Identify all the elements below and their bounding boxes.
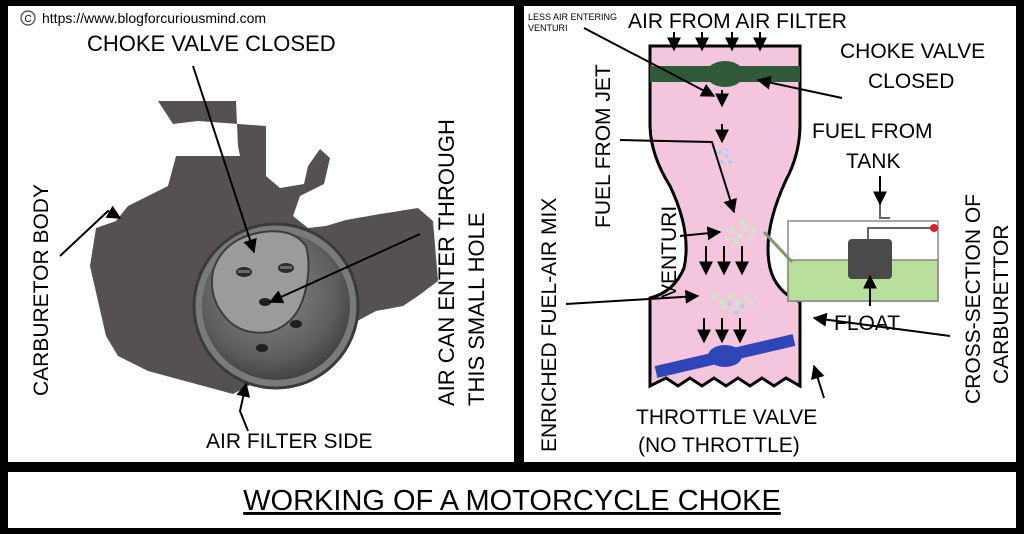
tank-pipe: [879, 204, 890, 219]
air-hole-leader-line: [268, 233, 421, 304]
watermark-url: https://www.blogforcuriousmind.com: [42, 10, 266, 26]
cross-section-label-line2: CARBURETTOR: [990, 225, 1013, 384]
float: [848, 239, 892, 279]
carburetor-body-label: CARBURETOR BODY: [30, 184, 53, 396]
fuel-from-tank-label-line1: FUEL FROM: [812, 120, 933, 143]
throttle-shaft: [708, 345, 742, 367]
choke-valve-leader-line: [756, 75, 843, 99]
float-label: FLOAT: [834, 312, 900, 335]
flow-arrows: [697, 90, 749, 344]
venturi-leader-line: [679, 226, 722, 241]
closed-label: CLOSED: [868, 70, 954, 93]
small-air-hole: [259, 298, 271, 306]
screw-hole-icon: [278, 263, 294, 273]
svg-text:C: C: [25, 14, 32, 25]
fuel-from-tank-label-line2: TANK: [846, 150, 900, 173]
carburetor-illustration: C https://www.blogforcuriousmind.com CHO…: [20, 10, 489, 453]
choke-shaft: [706, 61, 744, 87]
fuel-droplets-lower: [711, 293, 755, 313]
float-valve-tip: [930, 224, 938, 232]
less-air-label-line1: LESS AIR ENTERING: [528, 12, 617, 22]
cross-section-diagram: LESS AIR ENTERING VENTURI AIR FROM AIR F…: [528, 10, 1013, 457]
enriched-mix-leader-line: [565, 289, 700, 305]
choke-leader-line: [192, 65, 257, 254]
less-air-leader-line: [583, 27, 716, 97]
air-hole-label-line1: AIR CAN ENTER THROUGH: [434, 119, 459, 406]
cross-section-label-line1: CROSS-SECTION OF: [962, 194, 985, 404]
fuel-droplets-upper: [715, 148, 732, 164]
enriched-mix-label: ENRICHED FUEL-AIR MIX: [538, 198, 561, 452]
choke-valve-closed-label: CHOKE VALVE CLOSED: [87, 31, 336, 56]
mount-hole: [256, 344, 268, 352]
title-banner: WORKING OF A MOTORCYCLE CHOKE: [243, 485, 781, 517]
fuel-from-jet-leader-line: [619, 139, 737, 214]
fuel-from-jet-label: FUEL FROM JET: [592, 64, 615, 228]
throttle-leader-line: [811, 364, 825, 399]
cross-section-leader-line: [812, 312, 951, 337]
screw-hole-icon: [236, 267, 252, 277]
float-arm: [867, 227, 932, 239]
venturi-label: VENTURI: [658, 206, 681, 298]
fuel-droplets-blue: [728, 302, 744, 314]
air-inlet-arrows: [667, 32, 767, 52]
choke-valve-label: CHOKE VALVE: [840, 40, 985, 63]
page-title: WORKING OF A MOTORCYCLE CHOKE: [243, 485, 781, 517]
less-air-label-line2: VENTURI: [528, 23, 568, 33]
air-filter-leader-line: [236, 382, 251, 432]
mount-hole: [290, 320, 302, 328]
throttle-valve-label: THROTTLE VALVE: [636, 406, 817, 429]
body-leader-line: [59, 205, 122, 257]
left-panel: C https://www.blogforcuriousmind.com CHO…: [8, 6, 514, 462]
fuel-droplets-mid: [725, 219, 757, 245]
right-panel: LESS AIR ENTERING VENTURI AIR FROM AIR F…: [524, 6, 1016, 462]
fuel-feed-tube: [762, 230, 794, 264]
copyright-icon: C: [20, 10, 36, 26]
air-from-filter-label: AIR FROM AIR FILTER: [628, 10, 847, 33]
no-throttle-label: (NO THROTTLE): [638, 434, 800, 457]
air-filter-side-label: AIR FILTER SIDE: [206, 430, 372, 453]
choke-plate: [210, 230, 310, 334]
title-panel: WORKING OF A MOTORCYCLE CHOKE: [8, 472, 1016, 528]
air-hole-label-line2: THIS SMALL HOLE: [464, 212, 489, 406]
